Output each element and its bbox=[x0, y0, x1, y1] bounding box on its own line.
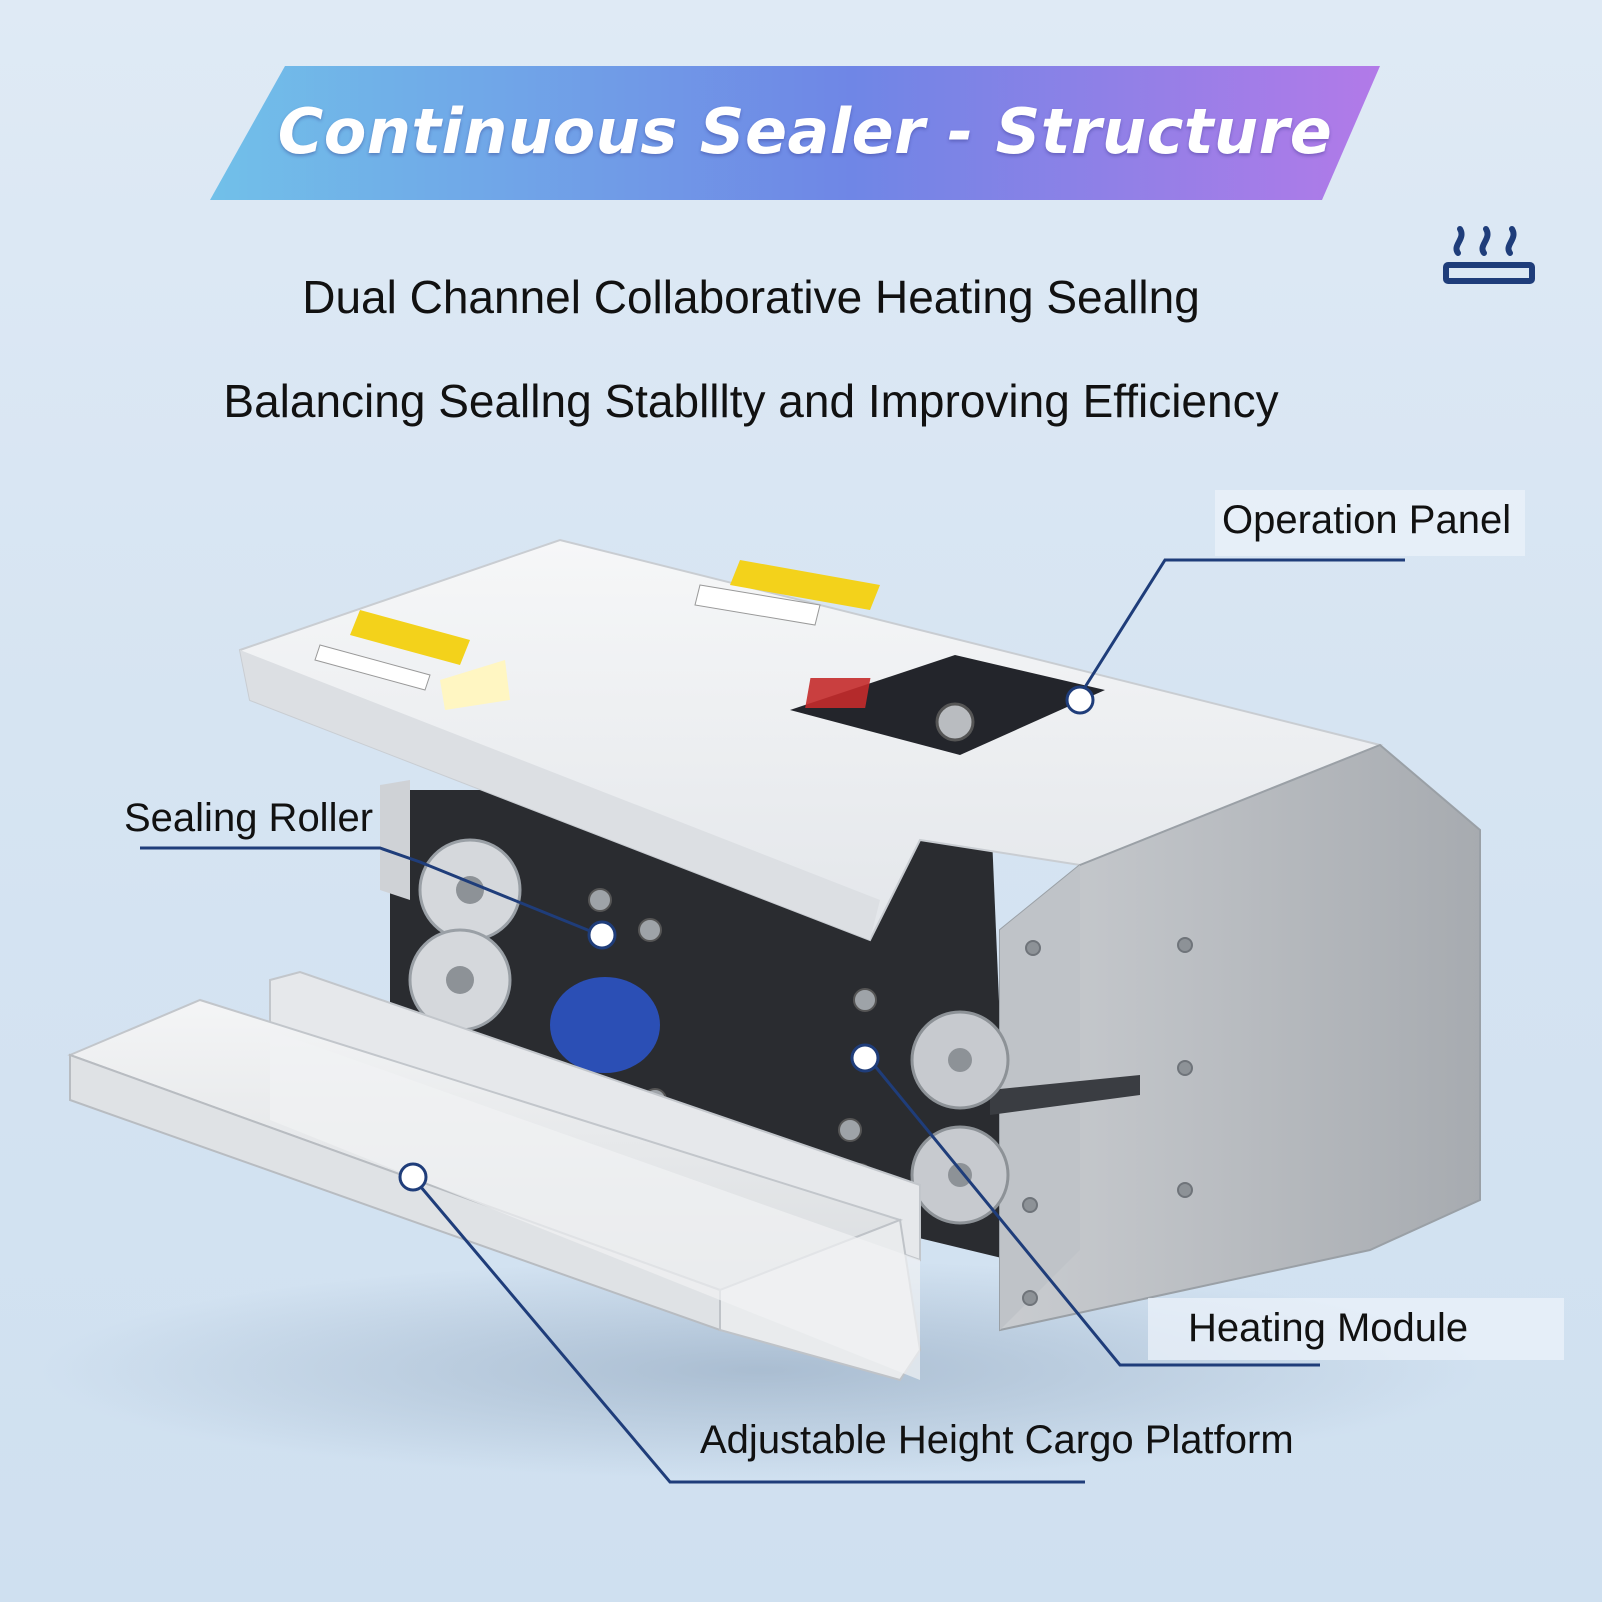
drive-gear bbox=[550, 977, 660, 1073]
control-knob-icon bbox=[935, 702, 975, 742]
heat-steam-icon bbox=[1443, 226, 1535, 284]
sealing-rollers bbox=[408, 838, 1010, 1225]
subtitle-line-2: Balancing Seallng Stablllty and Improvin… bbox=[223, 375, 1279, 427]
warning-labels bbox=[314, 560, 880, 710]
subtitle-line-1: Dual Channel Collaborative Heating Seall… bbox=[302, 271, 1200, 323]
heating-module-label: Heating Module bbox=[1188, 1306, 1469, 1350]
title-banner bbox=[210, 66, 1380, 200]
operation-panel-label-bg bbox=[1215, 490, 1525, 556]
heating-module-label-bg bbox=[1148, 1298, 1564, 1360]
cargo-platform-label: Adjustable Height Cargo Platform bbox=[700, 1418, 1294, 1462]
banner-title: Continuous Sealer - Structure bbox=[277, 95, 1333, 168]
sealing-roller-label: Sealing Roller bbox=[124, 796, 374, 840]
operation-panel-label: Operation Panel bbox=[1222, 498, 1512, 542]
callout-lines bbox=[140, 558, 1405, 1484]
